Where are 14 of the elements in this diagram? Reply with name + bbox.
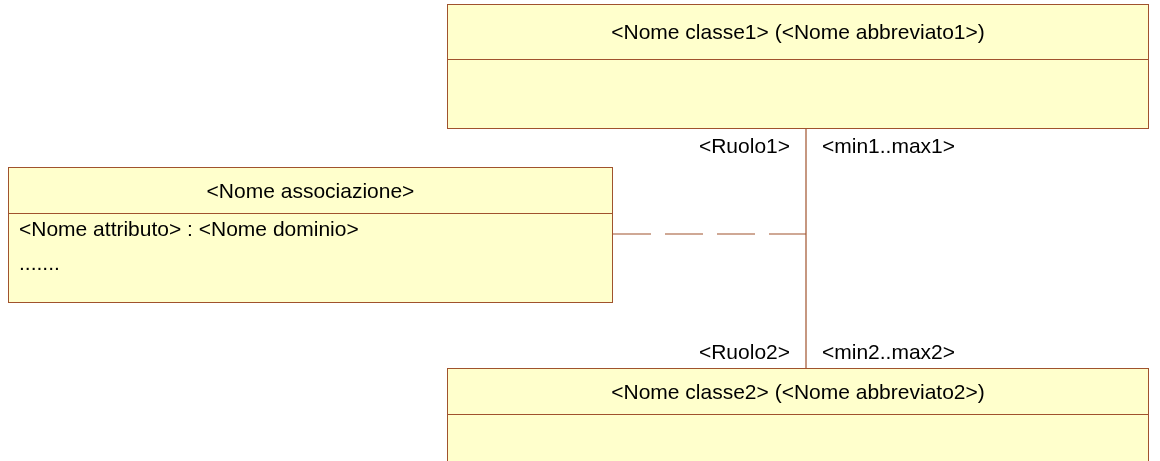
dashed-connector	[612, 233, 807, 235]
class-box	[447, 368, 1149, 461]
class-box	[447, 4, 1149, 129]
role-label: <Ruolo2>	[698, 340, 790, 364]
association-line	[805, 128, 807, 369]
attribute-text: <Nome attributo> : <Nome dominio>	[19, 217, 359, 241]
class-name: <Nome classe1> (<Nome abbreviato1>)	[611, 20, 985, 44]
class-name: <Nome classe2> (<Nome abbreviato2>)	[611, 379, 985, 404]
multiplicity-label: <min1..max1>	[822, 134, 956, 158]
multiplicity-label: <min2..max2>	[822, 340, 956, 364]
class-name: <Nome associazione>	[206, 178, 415, 203]
role-label: <Ruolo1>	[698, 134, 790, 158]
association-class-box	[8, 167, 613, 303]
attribute-text: .......	[19, 251, 60, 275]
